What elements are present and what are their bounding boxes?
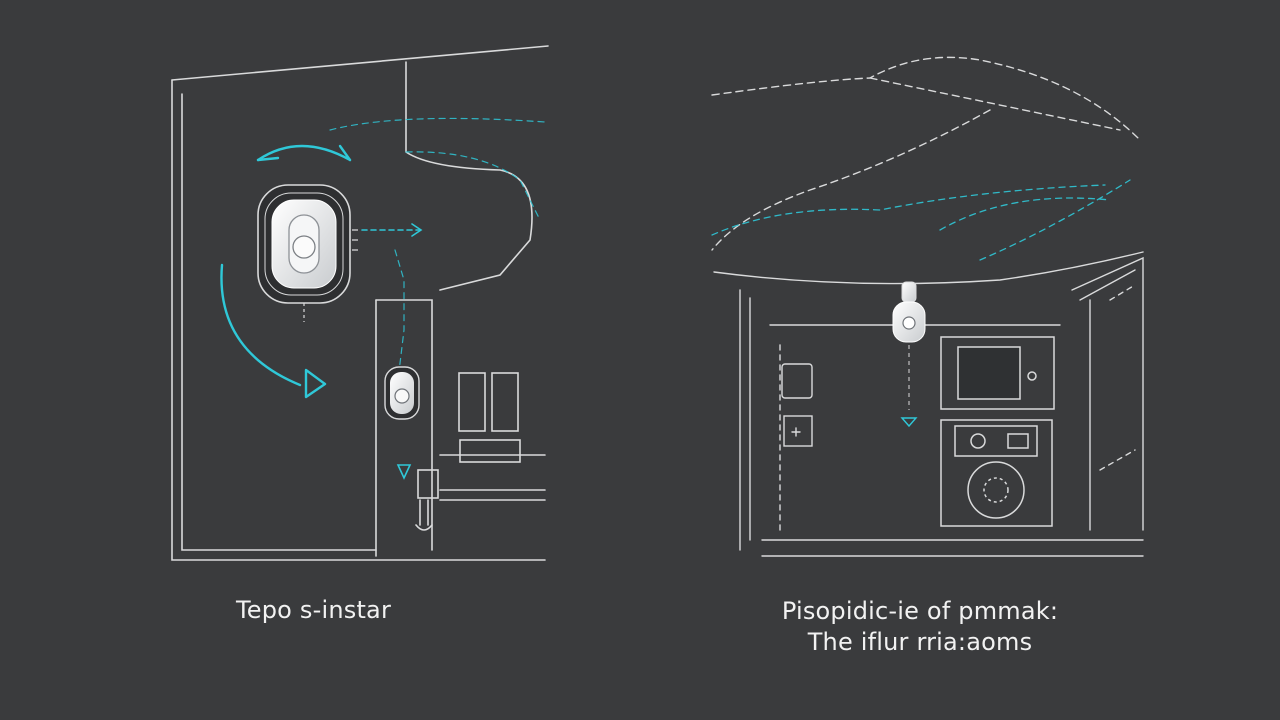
right-caption-line-2: The iflur rria:aoms <box>807 628 1033 656</box>
room-outline <box>713 251 1144 557</box>
control-panel-icon <box>940 419 1053 527</box>
smart-device-icon <box>257 184 358 322</box>
right-caption: Pisopidic-ie of pmmak: The iflur rria:ao… <box>650 596 1190 658</box>
guide-lines <box>329 117 546 381</box>
left-panel <box>171 45 549 561</box>
camera-device-icon <box>892 281 926 428</box>
cyan-ceiling-lines <box>711 179 1131 261</box>
wall-switch <box>781 363 813 399</box>
wall-outlet <box>783 415 813 447</box>
cabinet <box>417 372 521 499</box>
tool-icon <box>415 499 433 531</box>
ceiling-outline <box>711 56 1141 251</box>
direction-arrow-icon <box>361 223 423 480</box>
wall-dashes <box>779 284 1136 531</box>
right-panel <box>711 56 1144 557</box>
screen-panel-icon <box>940 336 1055 410</box>
right-caption-line-1: Pisopidic-ie of pmmak: <box>781 597 1059 625</box>
wall-outline <box>171 45 549 561</box>
left-caption: Tepo s-instar <box>236 596 392 624</box>
camera-device-icon <box>384 366 420 420</box>
rotate-arrow-icon <box>220 144 352 399</box>
